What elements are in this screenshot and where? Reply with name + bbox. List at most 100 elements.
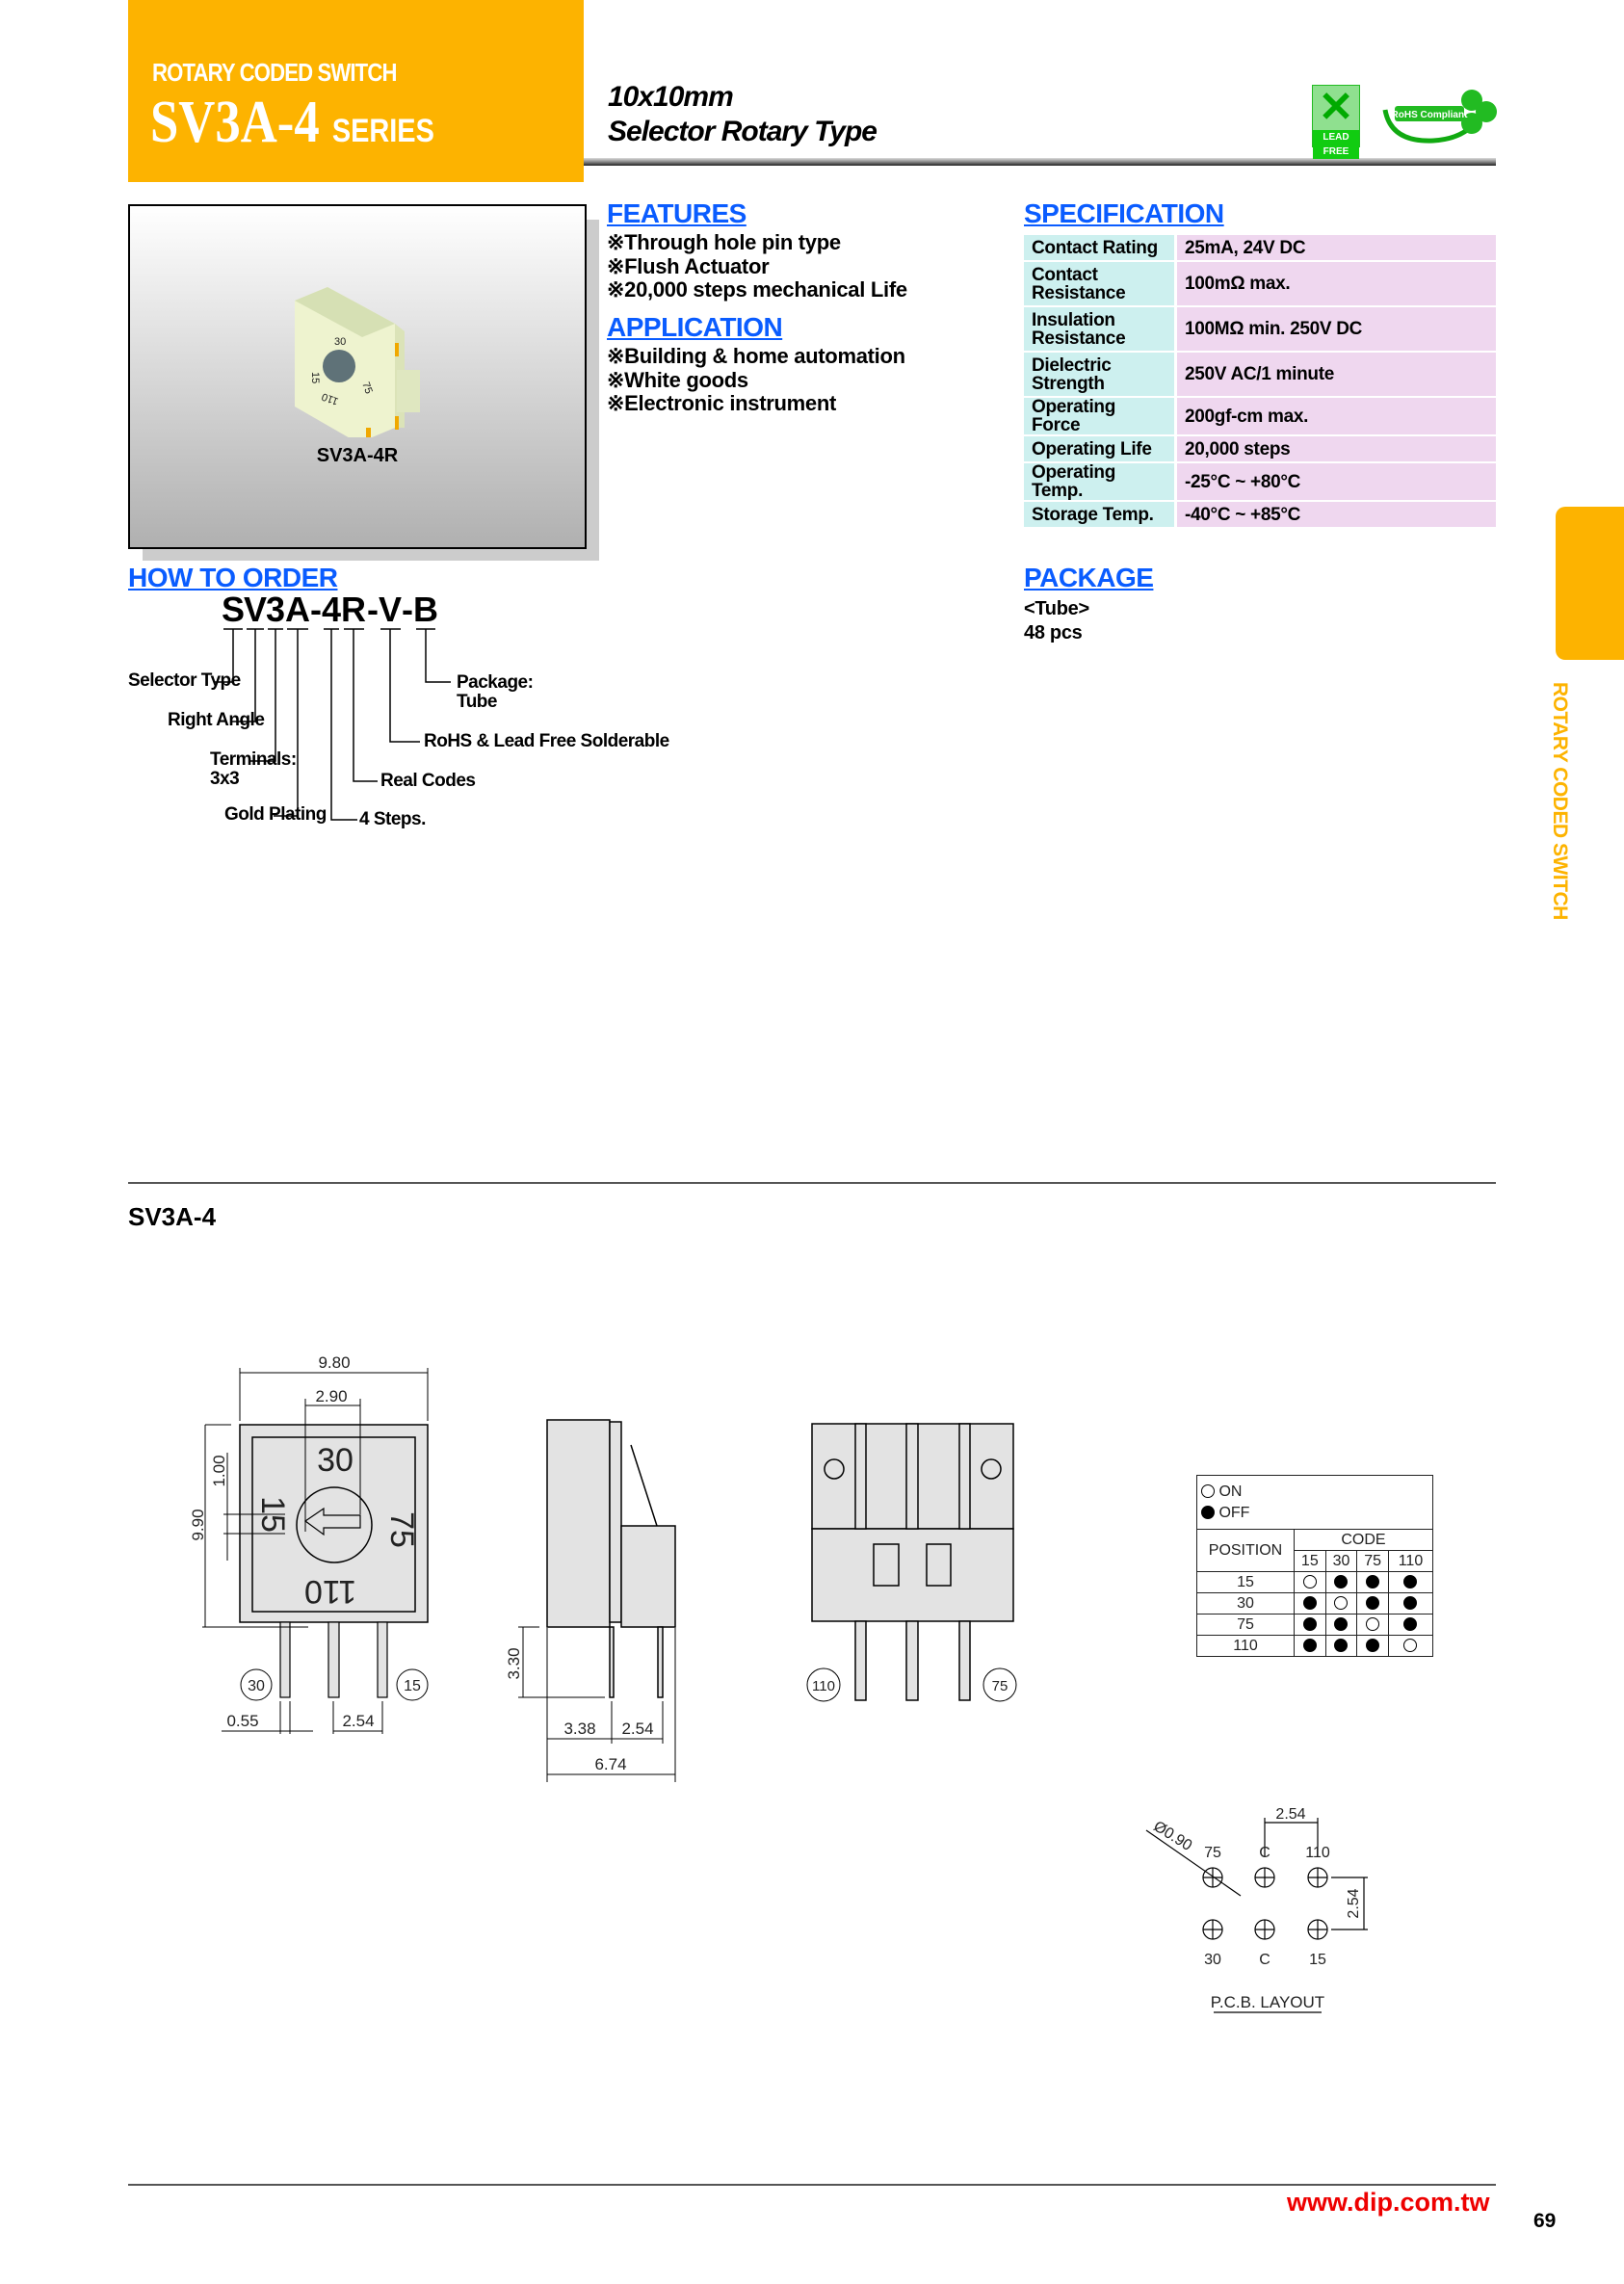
code-cell (1294, 1571, 1326, 1593)
filled-circle-icon (1403, 1596, 1418, 1611)
dial-label-15: 15 (309, 372, 321, 383)
lead-free-logo: ✕LEAD FREE (1312, 84, 1360, 159)
dim-width: 9.80 (318, 1353, 350, 1372)
dim-height: 9.90 (189, 1509, 207, 1540)
lead-free-x-icon: ✕ (1318, 84, 1354, 131)
code-char: - (310, 590, 322, 629)
code-col: 15 (1294, 1550, 1326, 1572)
features-heading: FEATURES (607, 198, 747, 228)
filled-circle-icon (1302, 1617, 1317, 1632)
code-header: CODE (1294, 1529, 1433, 1551)
filled-circle-icon (1302, 1596, 1317, 1611)
front-view: 30 15 75 110 9.80 2.90 9.90 1.00 0.55 2.… (189, 1353, 429, 1734)
subtitle-size: 10x10mm (608, 81, 734, 113)
dim-depth: 6.74 (594, 1755, 626, 1773)
pcb-label: 30 (1204, 1952, 1221, 1968)
pcb-label: C (1259, 1845, 1270, 1861)
code-cell (1324, 1614, 1358, 1636)
code-cell (1356, 1592, 1389, 1615)
pcb-label: 15 (1309, 1952, 1326, 1968)
filled-circle-icon (1366, 1575, 1380, 1589)
face-label-75: 75 (383, 1511, 420, 1548)
series-suffix: SERIES (331, 113, 434, 149)
filled-circle-icon (1334, 1617, 1349, 1632)
page-number: 69 (1533, 2210, 1557, 2232)
rohs-text: RoHS Compliant (1392, 110, 1469, 120)
code-cell (1294, 1635, 1326, 1657)
code-col: 110 (1387, 1550, 1434, 1572)
header-series: SV3A-4 SERIES (150, 89, 434, 157)
dim-side-pitch: 2.54 (621, 1720, 653, 1738)
spec-row: Operating Temp.-25°C ~ +80°C (1024, 463, 1496, 500)
dim-pitch: 2.54 (342, 1712, 374, 1730)
dial-label-110: 110 (320, 390, 340, 407)
pin-label-75: 75 (992, 1678, 1008, 1694)
spec-row: Storage Temp.-40°C ~ +85°C (1024, 502, 1496, 527)
filled-circle-icon (1366, 1596, 1380, 1611)
pcb-title: P.C.B. LAYOUT (1211, 1993, 1324, 2011)
code-char: - (402, 590, 413, 629)
legend-on-label: ON (1218, 1483, 1243, 1500)
code-char: V (378, 590, 403, 629)
label-selector-type: Selector Type (128, 670, 241, 691)
code-cell (1324, 1571, 1358, 1593)
code-row: 15 (1196, 1571, 1434, 1593)
code-char: 4 (321, 590, 342, 629)
side-view: 3.30 3.38 2.54 6.74 (505, 1419, 676, 1782)
code-row: 75 (1196, 1614, 1434, 1636)
label-package: Package: (457, 672, 534, 693)
dim-pin-length: 3.30 (505, 1647, 523, 1679)
footer-divider (128, 2184, 1496, 2186)
filled-circle-icon (1201, 1506, 1215, 1520)
code-cell (1387, 1571, 1434, 1593)
subtitle-type: Selector Rotary Type (608, 116, 877, 147)
feature-item: ※Through hole pin type (607, 230, 841, 254)
pcb-label: 75 (1204, 1845, 1221, 1861)
legend-on: ON (1201, 1482, 1432, 1503)
code-cell (1356, 1614, 1389, 1636)
section-tab (1556, 507, 1624, 660)
spec-label: Operating Life (1024, 436, 1174, 461)
spec-label: Storage Temp. (1024, 502, 1174, 527)
code-row: 110 (1196, 1635, 1434, 1657)
open-circle-icon (1302, 1575, 1317, 1589)
side-section-label: ROTARY CODED SWITCH (1549, 682, 1571, 920)
label-steps: 4 Steps. (359, 809, 426, 829)
dial-label-30: 30 (334, 336, 346, 348)
row-position: 15 (1196, 1571, 1295, 1593)
pcb-pitch-h: 2.54 (1275, 1806, 1305, 1823)
code-col: 75 (1356, 1550, 1389, 1572)
open-circle-icon (1403, 1639, 1418, 1653)
open-circle-icon (1201, 1484, 1215, 1499)
feature-item: ※20,000 steps mechanical Life (607, 277, 907, 302)
spec-value: 200gf-cm max. (1174, 398, 1496, 434)
product-image: 30 15 75 110 SV3A-4R (128, 204, 587, 549)
label-right-angle: Right Angle (168, 710, 265, 730)
specification-heading: SPECIFICATION (1024, 198, 1224, 228)
rohs-clover-logo: RoHS Compliant (1382, 90, 1497, 144)
code-cell (1324, 1635, 1358, 1657)
dim-offset: 3.38 (563, 1720, 595, 1738)
filled-circle-icon (1366, 1639, 1380, 1653)
pin-label-15: 15 (404, 1678, 421, 1694)
spec-label: Contact Resistance (1024, 262, 1174, 305)
code-row: 30 (1196, 1592, 1434, 1615)
footer-url[interactable]: www.dip.com.tw (1287, 2188, 1490, 2217)
package-type: <Tube> (1024, 598, 1089, 619)
spec-label: Insulation Resistance (1024, 307, 1174, 351)
application-item: ※Electronic instrument (607, 391, 836, 415)
code-cell (1324, 1592, 1358, 1615)
pcb-label: C (1259, 1952, 1270, 1968)
code-char: A (285, 590, 310, 629)
section-divider (128, 1182, 1496, 1184)
label-rohs: RoHS & Lead Free Solderable (424, 731, 669, 751)
back-view: 110 75 (806, 1423, 1017, 1702)
spec-label: Operating Temp. (1024, 463, 1174, 500)
filled-circle-icon (1302, 1639, 1317, 1653)
dim-arrow: 1.00 (210, 1455, 228, 1486)
